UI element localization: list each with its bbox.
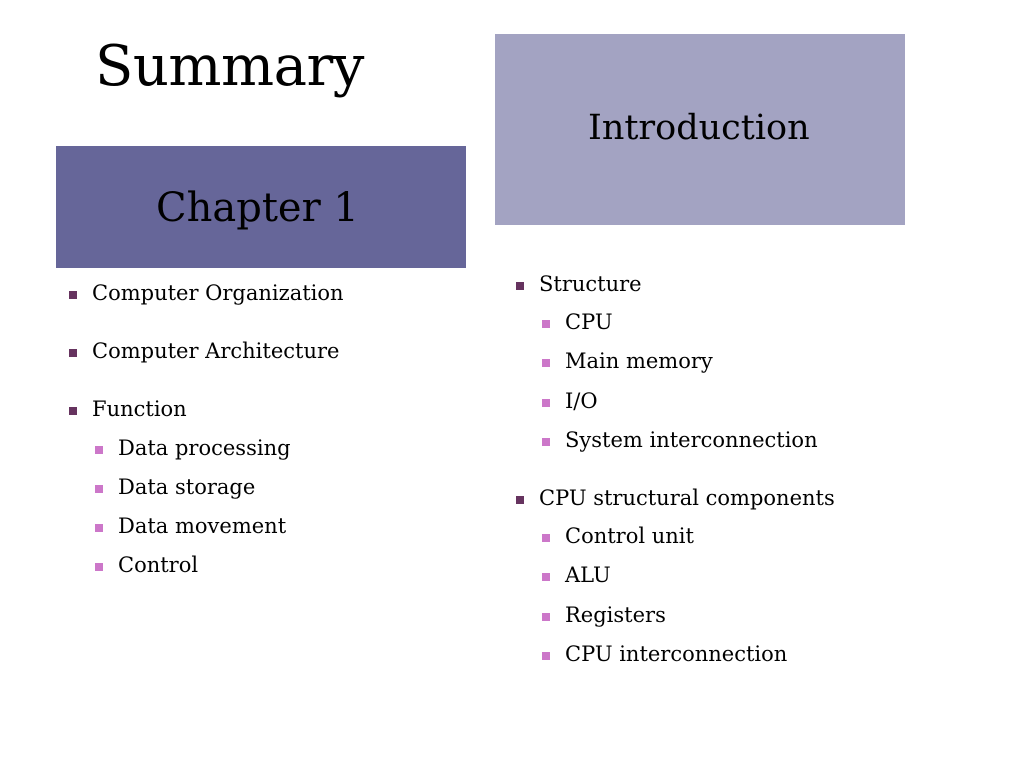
list-item-label: Structure xyxy=(539,272,642,296)
square-bullet-icon xyxy=(516,495,524,504)
list-item: Structure CPU Main memory I/O System int… xyxy=(513,272,835,453)
square-bullet-icon xyxy=(69,291,77,299)
square-bullet-icon xyxy=(69,349,77,358)
sub-list-item-label: CPU xyxy=(565,310,613,335)
chapter-box-label: Chapter 1 xyxy=(156,185,359,231)
sub-list-item: Registers xyxy=(539,603,835,628)
list-item-label: Function xyxy=(92,397,187,422)
sub-list-item-label: ALU xyxy=(565,563,611,588)
sub-list-item-label: Data movement xyxy=(118,513,287,538)
square-bullet-icon xyxy=(542,359,550,368)
square-bullet-icon xyxy=(69,407,77,416)
square-bullet-icon xyxy=(95,484,103,493)
sub-list-item-label: System interconnection xyxy=(565,427,818,452)
sub-list-item-label: Control unit xyxy=(565,524,694,549)
list-item-label: Computer Organization xyxy=(92,281,344,305)
left-bullet-list: Computer Organization Computer Architect… xyxy=(66,281,344,578)
right-bullet-list: Structure CPU Main memory I/O System int… xyxy=(513,272,835,667)
sub-list-item: Control unit xyxy=(539,524,835,549)
sub-list-item-label: Data storage xyxy=(118,474,256,499)
sub-list: CPU Main memory I/O System interconnecti… xyxy=(539,310,835,453)
sub-list: Control unit ALU Registers CPU interconn… xyxy=(539,524,835,667)
sub-list-item: Data movement xyxy=(92,514,344,539)
sub-list: Data processing Data storage Data moveme… xyxy=(92,436,344,579)
sub-list-item-label: Main memory xyxy=(565,349,713,374)
square-bullet-icon xyxy=(542,573,550,582)
sub-list-item: Data processing xyxy=(92,436,344,461)
square-bullet-icon xyxy=(516,282,524,290)
list-item: Computer Organization xyxy=(66,281,344,306)
introduction-box: Introduction xyxy=(495,34,905,225)
chapter-box: Chapter 1 xyxy=(56,146,466,268)
list-item: Computer Architecture xyxy=(66,339,344,364)
sub-list-item-label: CPU interconnection xyxy=(565,641,788,666)
sub-list-item-label: Control xyxy=(118,553,199,578)
square-bullet-icon xyxy=(542,612,550,621)
list-item-label: Computer Architecture xyxy=(92,339,340,364)
sub-list-item: Data storage xyxy=(92,475,344,500)
sub-list-item: Control xyxy=(92,553,344,578)
square-bullet-icon xyxy=(95,563,103,572)
introduction-box-label: Introduction xyxy=(588,108,810,148)
square-bullet-icon xyxy=(542,651,550,660)
sub-list-item-label: I/O xyxy=(565,388,598,413)
square-bullet-icon xyxy=(542,437,550,446)
slide-title: Summary xyxy=(95,34,364,99)
list-item: Function Data processing Data storage Da… xyxy=(66,397,344,578)
square-bullet-icon xyxy=(95,523,103,532)
sub-list-item-label: Registers xyxy=(565,602,666,627)
sub-list-item: ALU xyxy=(539,563,835,588)
square-bullet-icon xyxy=(542,398,550,407)
sub-list-item: CPU xyxy=(539,310,835,335)
list-item-label: CPU structural components xyxy=(539,485,835,510)
square-bullet-icon xyxy=(542,320,550,329)
sub-list-item-label: Data processing xyxy=(118,435,291,460)
sub-list-item: Main memory xyxy=(539,349,835,374)
sub-list-item: I/O xyxy=(539,389,835,414)
list-item: CPU structural components Control unit A… xyxy=(513,486,835,667)
square-bullet-icon xyxy=(542,534,550,543)
sub-list-item: CPU interconnection xyxy=(539,642,835,667)
sub-list-item: System interconnection xyxy=(539,428,835,453)
square-bullet-icon xyxy=(95,445,103,454)
